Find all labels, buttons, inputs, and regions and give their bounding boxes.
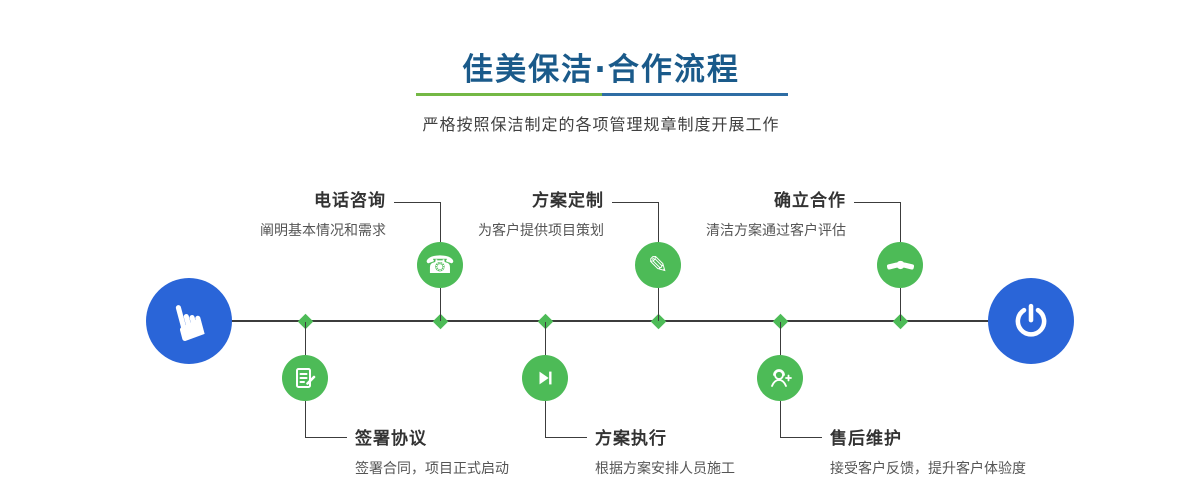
connector bbox=[440, 288, 441, 321]
step-sign-agreement: 签署协议 签署合同，项目正式启动 bbox=[355, 424, 509, 478]
step-desc: 阐明基本情况和需求 bbox=[260, 223, 386, 239]
connector bbox=[394, 202, 440, 203]
step-desc: 为客户提供项目策划 bbox=[478, 223, 604, 239]
connector bbox=[780, 322, 781, 355]
connector bbox=[900, 288, 901, 321]
step-circle-aftersales bbox=[757, 355, 803, 401]
step-circle-sign bbox=[282, 355, 328, 401]
document-edit-icon bbox=[296, 368, 316, 388]
step-title: 确立合作 bbox=[774, 191, 846, 211]
connector bbox=[545, 437, 587, 438]
pencil-icon: ✎ bbox=[647, 251, 669, 279]
end-node bbox=[988, 278, 1074, 364]
connector bbox=[545, 322, 546, 355]
title-underline bbox=[416, 93, 788, 96]
step-circle-cooperate bbox=[877, 242, 923, 288]
timeline-line bbox=[230, 320, 990, 322]
handshake-icon bbox=[886, 260, 914, 270]
step-circle-phone: ☎ bbox=[417, 242, 463, 288]
step-title: 售后维护 bbox=[830, 429, 902, 449]
page-subtitle: 严格按照保洁制定的各项管理规章制度开展工作 bbox=[422, 115, 780, 134]
connector bbox=[658, 288, 659, 321]
step-phone-consult: 电话咨询 阐明基本情况和需求 bbox=[260, 186, 386, 240]
step-after-sales: 售后维护 接受客户反馈，提升客户体验度 bbox=[830, 424, 1026, 478]
step-title: 方案执行 bbox=[595, 429, 667, 449]
step-establish-cooperation: 确立合作 清洁方案通过客户评估 bbox=[706, 186, 846, 240]
step-desc: 根据方案安排人员施工 bbox=[595, 461, 735, 477]
step-circle-plan: ✎ bbox=[635, 242, 681, 288]
power-icon bbox=[1015, 303, 1047, 337]
step-plan-execute: 方案执行 根据方案安排人员施工 bbox=[595, 424, 735, 478]
connector bbox=[305, 322, 306, 355]
connector bbox=[440, 202, 441, 242]
headset-support-icon bbox=[771, 369, 792, 387]
step-title: 签署协议 bbox=[355, 429, 427, 449]
connector bbox=[305, 401, 306, 437]
connector bbox=[612, 202, 658, 203]
step-desc: 接受客户反馈，提升客户体验度 bbox=[830, 461, 1026, 477]
connector bbox=[780, 437, 822, 438]
start-node: ☛ bbox=[146, 278, 232, 364]
hand-pointer-icon: ☛ bbox=[155, 291, 223, 351]
connector bbox=[900, 202, 901, 242]
connector bbox=[854, 202, 900, 203]
connector bbox=[658, 202, 659, 242]
connector bbox=[305, 437, 347, 438]
step-desc: 签署合同，项目正式启动 bbox=[355, 461, 509, 477]
step-plan-customize: 方案定制 为客户提供项目策划 bbox=[478, 186, 604, 240]
phone-icon: ☎ bbox=[425, 251, 455, 279]
play-forward-icon bbox=[539, 371, 552, 385]
step-title: 电话咨询 bbox=[314, 191, 386, 211]
step-desc: 清洁方案通过客户评估 bbox=[706, 223, 846, 239]
connector bbox=[780, 401, 781, 437]
step-title: 方案定制 bbox=[532, 191, 604, 211]
page-title: 佳美保洁·合作流程 bbox=[462, 52, 740, 88]
connector bbox=[545, 401, 546, 437]
step-circle-execute bbox=[522, 355, 568, 401]
